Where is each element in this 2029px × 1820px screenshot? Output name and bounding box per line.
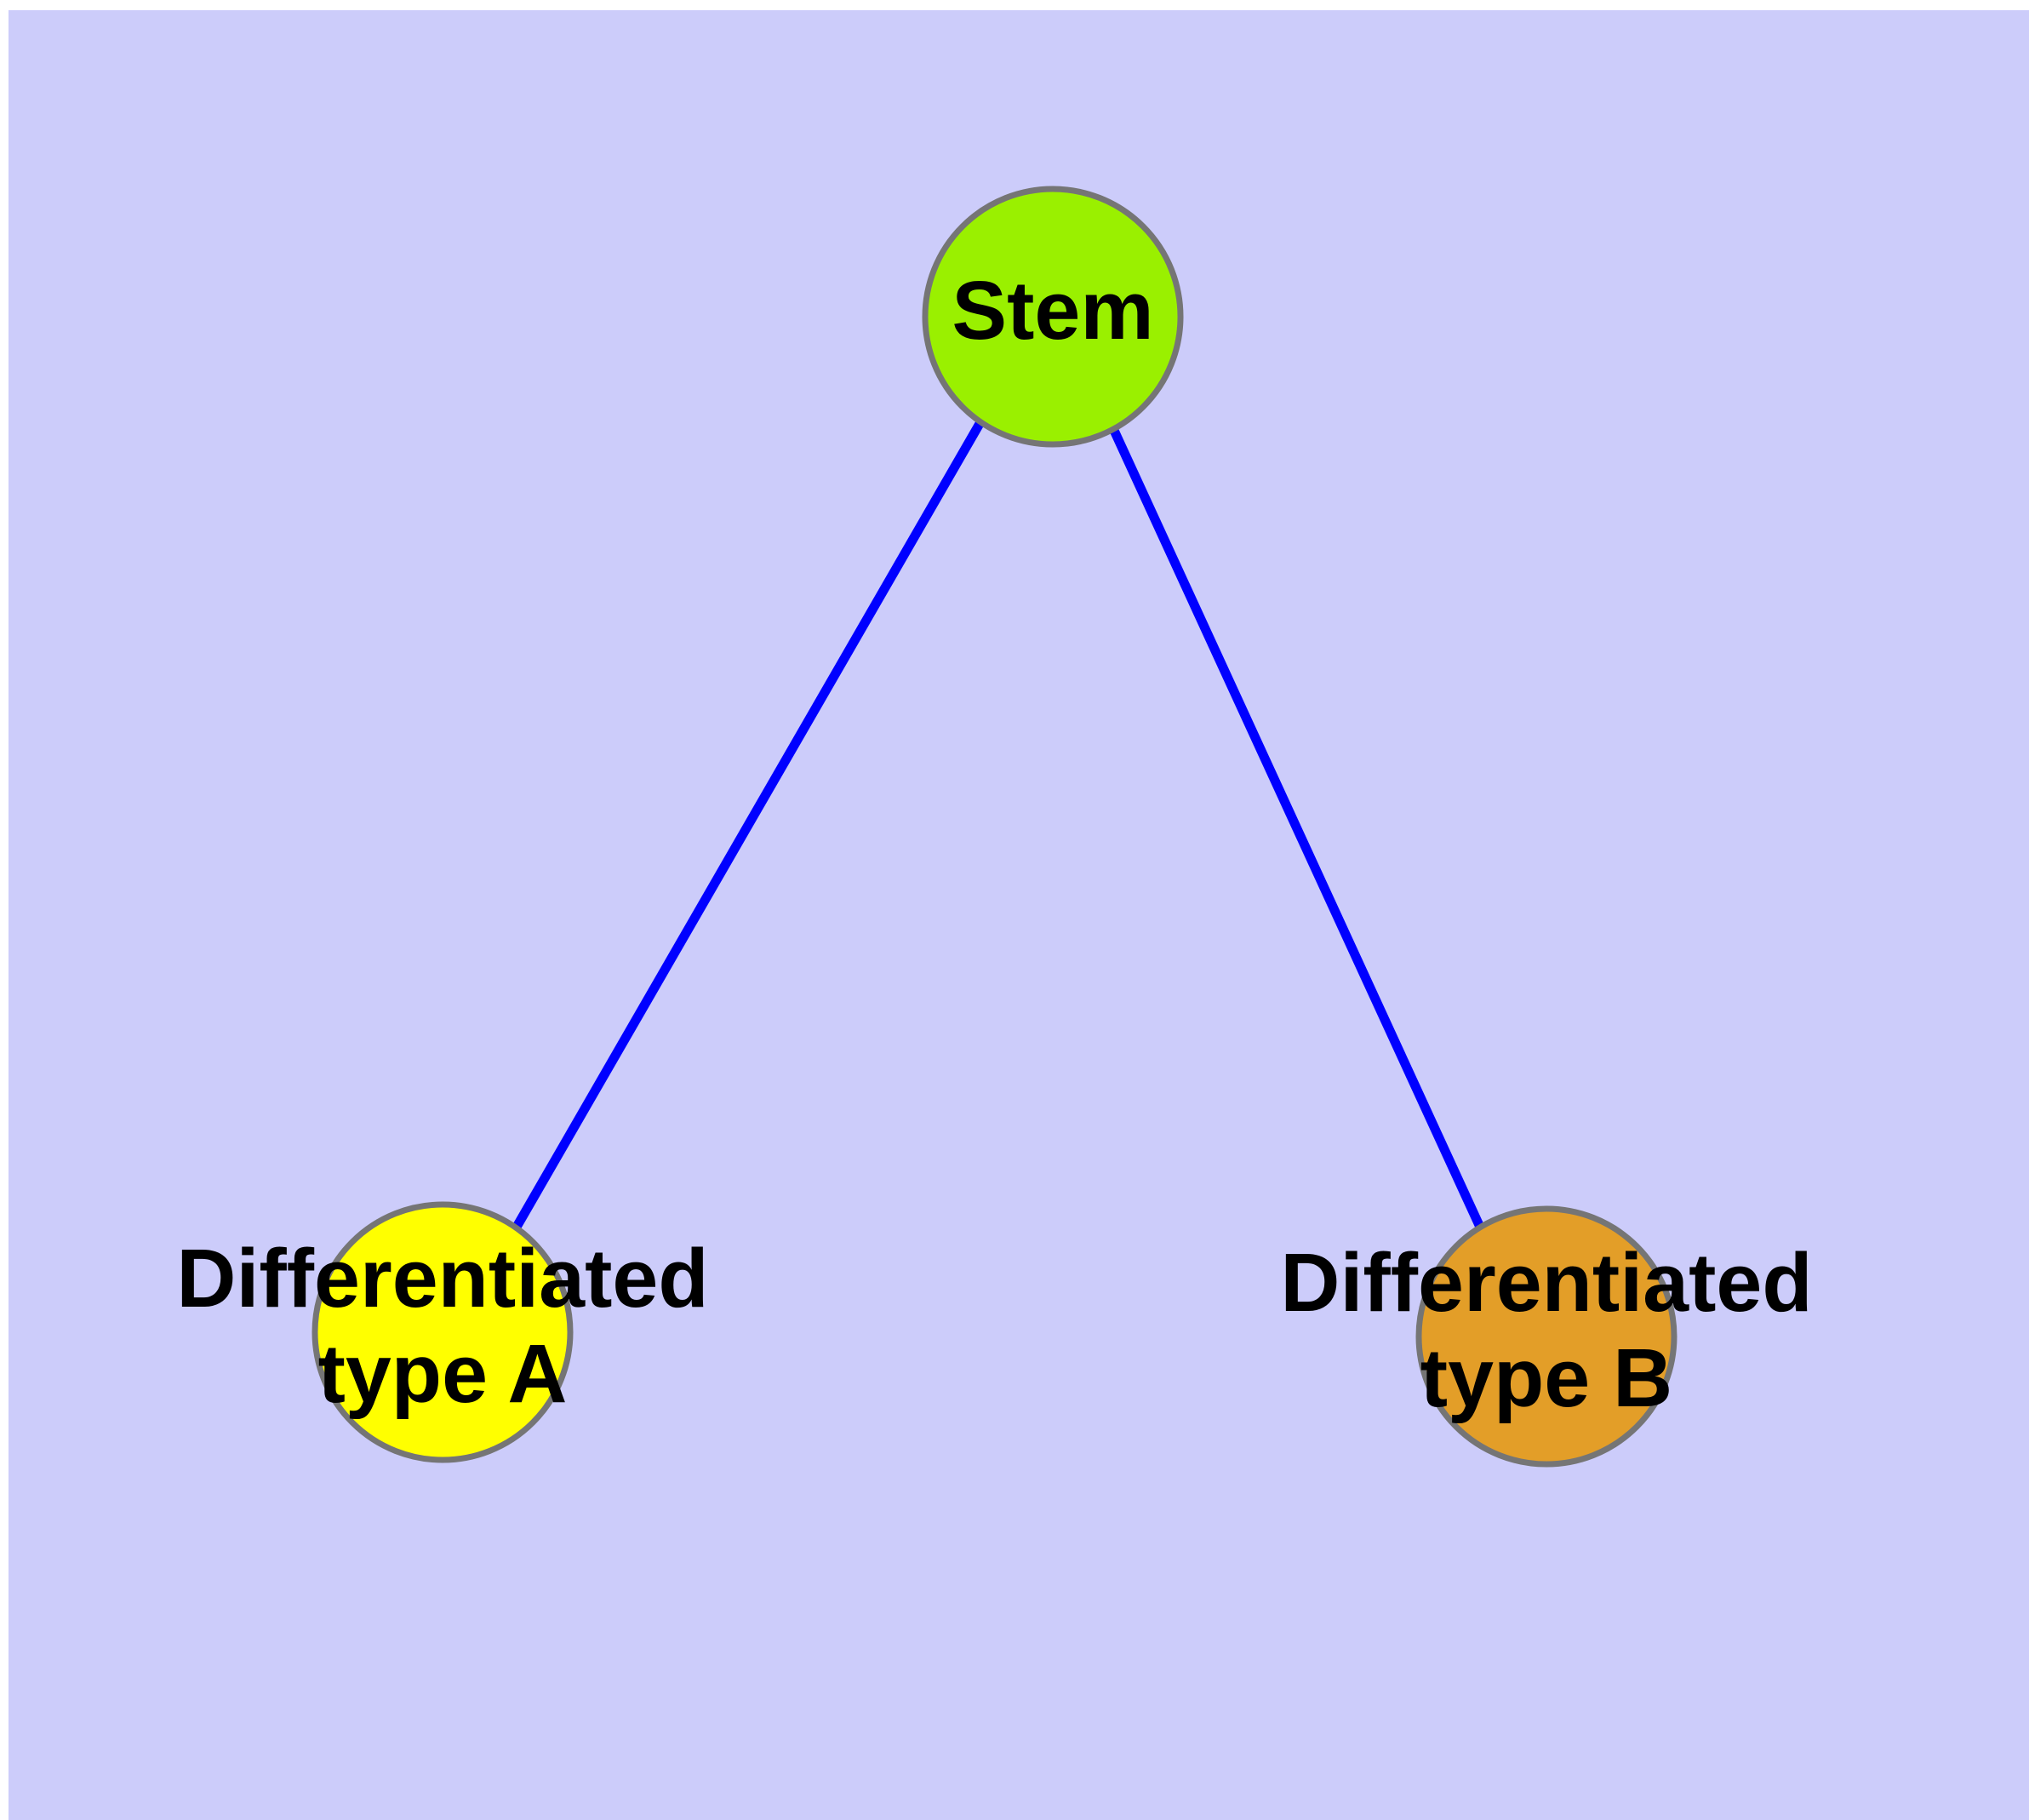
edge-stem-to-differentiated-type-a[interactable] [512, 420, 985, 1231]
node-differentiated-type-b-circle[interactable] [1415, 1205, 1677, 1468]
edge-layer [512, 420, 1487, 1235]
node-stem-label: Stem [952, 264, 1153, 357]
node-stem-circle[interactable] [922, 186, 1184, 448]
edge-stem-to-differentiated-type-b[interactable] [1107, 422, 1487, 1235]
node-stem[interactable] [922, 186, 1184, 448]
node-differentiated-type-b[interactable] [1415, 1205, 1677, 1468]
node-differentiated-type-a-circle[interactable] [311, 1201, 574, 1463]
node-layer [311, 186, 1677, 1468]
node-differentiated-type-a[interactable] [311, 1201, 574, 1463]
